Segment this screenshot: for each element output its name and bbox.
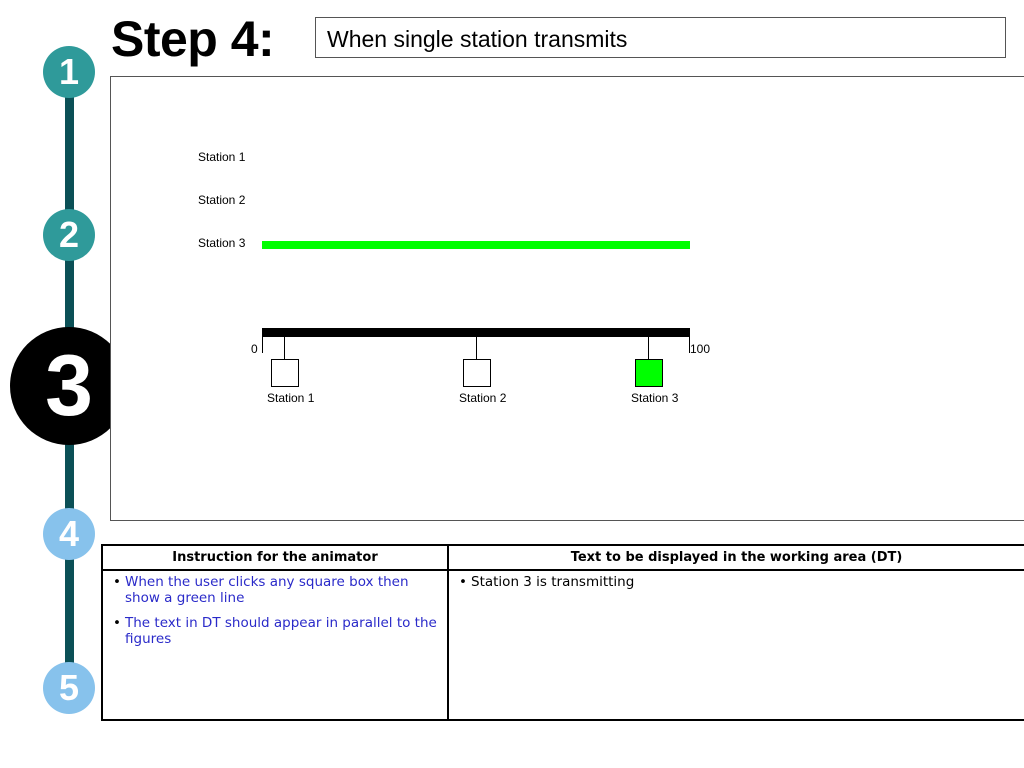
station-3-label: Station 3 <box>631 391 679 405</box>
working-area: Station 1 Station 2 Station 3 0 100 Stat… <box>110 76 1024 521</box>
instruction-item: The text in DT should appear in parallel… <box>109 615 441 647</box>
step-description-box: When single station transmits <box>315 17 1006 58</box>
station-2-label: Station 2 <box>459 391 507 405</box>
step-description: When single station transmits <box>327 26 628 52</box>
instruction-column-header: Instruction for the animator <box>101 544 449 571</box>
timeline-label-station-3: Station 3 <box>198 236 246 250</box>
display-text-item: Station 3 is transmitting <box>455 574 1018 590</box>
station-3-box[interactable] <box>635 359 663 387</box>
instruction-item: When the user clicks any square box then… <box>109 574 441 606</box>
bus-start-label: 0 <box>251 342 258 356</box>
display-column-header: Text to be displayed in the working area… <box>447 544 1024 571</box>
step-circle-2[interactable]: 2 <box>43 209 95 261</box>
instruction-table: Instruction for the animator Text to be … <box>101 544 1024 721</box>
step-circle-1[interactable]: 1 <box>43 46 95 98</box>
step-circle-3-current[interactable]: 3 <box>10 327 128 445</box>
display-text-cell: Station 3 is transmitting <box>447 569 1024 721</box>
bus-end-label: 100 <box>690 342 710 356</box>
step-circle-5[interactable]: 5 <box>43 662 95 714</box>
station-1-label: Station 1 <box>267 391 315 405</box>
step-title: Step 4: <box>111 11 275 67</box>
bus-line <box>262 328 690 337</box>
transmission-diagram: Station 1 Station 2 Station 3 0 100 Stat… <box>198 150 710 405</box>
transmission-line-station-3 <box>262 241 690 249</box>
instruction-cell: When the user clicks any square box then… <box>101 569 449 721</box>
timeline-label-station-2: Station 2 <box>198 193 246 207</box>
step-circle-4[interactable]: 4 <box>43 508 95 560</box>
station-1-box[interactable] <box>271 359 299 387</box>
station-2-box[interactable] <box>463 359 491 387</box>
timeline-label-station-1: Station 1 <box>198 150 246 164</box>
